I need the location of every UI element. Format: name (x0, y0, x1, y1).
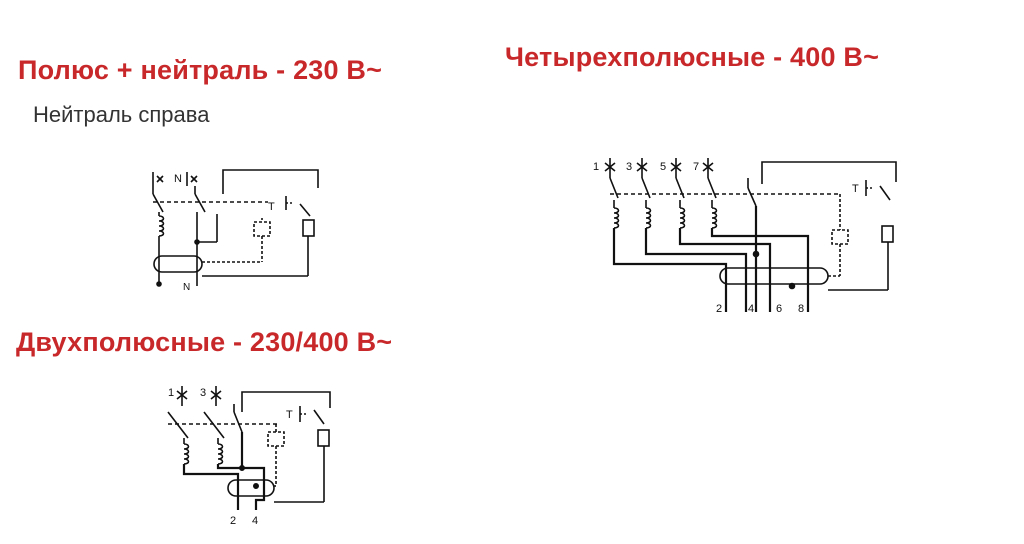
terminal-8-label: 8 (798, 303, 804, 315)
terminal-1-label: 1 (593, 161, 599, 173)
terminal-3-label-two-pole: 3 (200, 387, 206, 399)
breaker-mark-3-two-pole (210, 386, 222, 406)
breaker-mark-3 (636, 158, 648, 178)
terminal-2-label: 2 (716, 303, 722, 315)
title-pole-neutral: Полюс + нейтраль - 230 В~ (18, 55, 383, 85)
terminal-7-label: 7 (693, 161, 699, 173)
terminal-2-label-two-pole: 2 (230, 515, 236, 527)
pole-switch-mark (152, 172, 164, 186)
diagram-four-pole: 1 3 5 7 T 2 (593, 158, 897, 315)
terminal-4-label: 4 (748, 303, 754, 315)
test-label-two-pole: T (286, 409, 293, 421)
neutral-bottom-label: N (183, 282, 190, 293)
breaker-mark-7 (702, 158, 714, 178)
test-label-four-pole: T (852, 183, 859, 195)
terminal-6-label: 6 (776, 303, 782, 315)
breaker-mark-5 (670, 158, 682, 178)
terminal-5-label: 5 (660, 161, 666, 173)
title-two-pole: Двухполюсные - 230/400 В~ (16, 327, 393, 357)
diagram-pole-neutral: N T N (152, 169, 319, 293)
test-label: T (268, 201, 275, 213)
breaker-mark-1-two-pole (176, 386, 188, 406)
terminal-4-label-two-pole: 4 (252, 515, 258, 527)
title-four-pole: Четырехполюсные - 400 В~ (505, 42, 880, 72)
subtitle-neutral-right: Нейтраль справа (33, 102, 210, 127)
neutral-switch-mark (186, 172, 198, 186)
terminal-3-label: 3 (626, 161, 632, 173)
neutral-top-label: N (174, 173, 182, 185)
terminal-1-label-two-pole: 1 (168, 387, 174, 399)
breaker-mark-1 (604, 158, 616, 178)
diagram-two-pole: 1 3 T 2 4 (167, 386, 331, 527)
